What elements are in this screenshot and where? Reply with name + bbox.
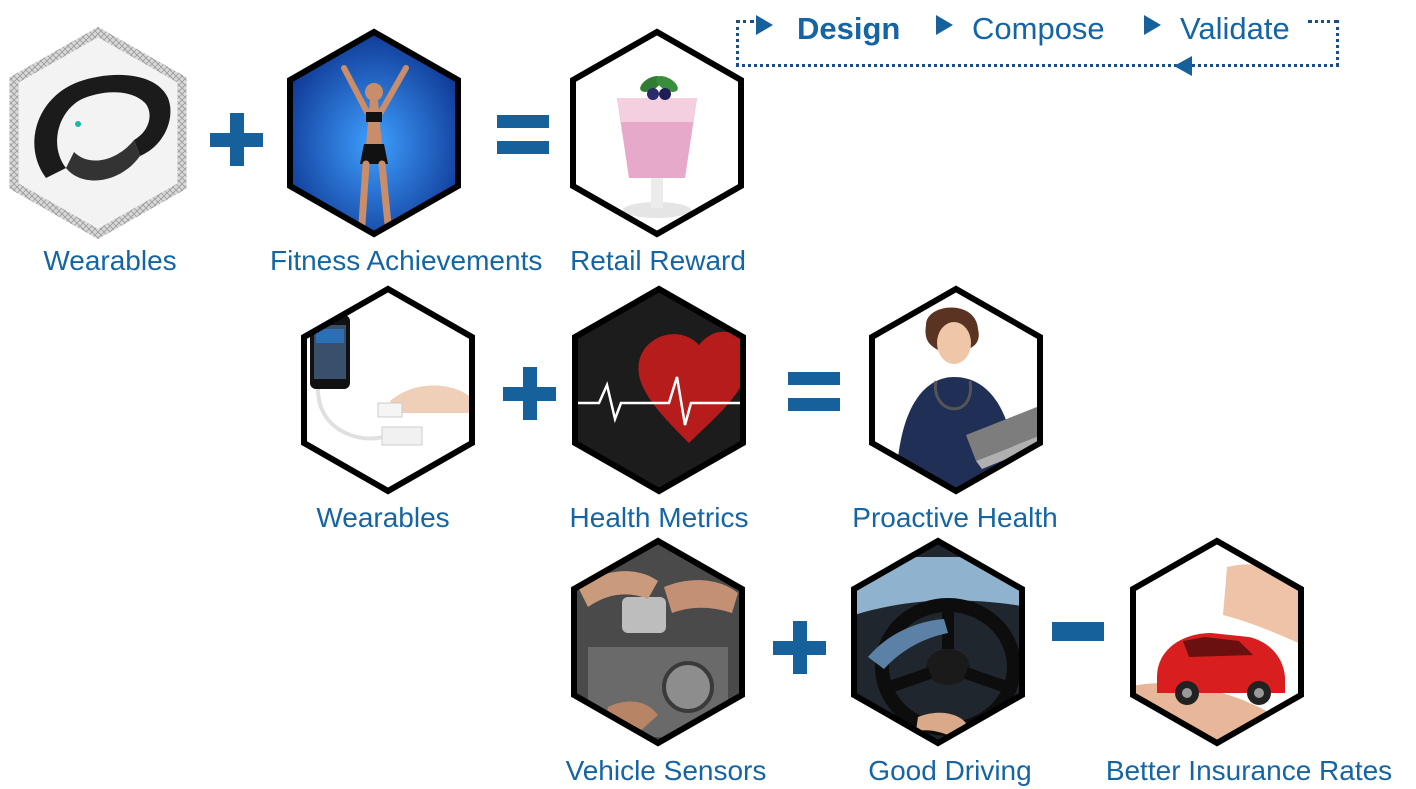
- smoothie-image: [573, 32, 741, 234]
- label-good-driving: Good Driving: [868, 755, 1032, 786]
- equals-operator-icon: [497, 115, 549, 155]
- flow-step-validate: Validate: [1180, 11, 1290, 46]
- retail-reward-hexagon: [567, 28, 747, 238]
- equals-operator-icon-2: [788, 372, 840, 412]
- design-flow: Design Compose Validate: [736, 6, 1340, 76]
- flow-arrow-icon: [1144, 15, 1161, 35]
- red-car-in-hands-image: [1133, 541, 1301, 743]
- label-better-insurance-rates: Better Insurance Rates: [1105, 755, 1393, 786]
- minus-operator-icon: [1052, 622, 1104, 642]
- pulse-oximeter-phone-image: [304, 289, 472, 491]
- good-driving-hexagon: [848, 537, 1028, 747]
- plus-operator-icon: [210, 113, 263, 166]
- plus-operator-icon-3: [773, 621, 826, 674]
- label-wearables: Wearables: [43, 245, 177, 276]
- health-metrics-hexagon: [569, 285, 749, 495]
- nurse-laptop-image: [872, 289, 1040, 491]
- flow-arrow-icon: [936, 15, 953, 35]
- better-insurance-rates-hexagon: [1127, 537, 1307, 747]
- flow-dotted-top-left: [736, 20, 754, 23]
- flow-dotted-right-side: [1336, 20, 1339, 66]
- flow-dotted-bottom: [736, 64, 1339, 67]
- label-vehicle-sensors: Vehicle Sensors: [565, 755, 767, 786]
- label-wearables-2: Wearables: [316, 502, 450, 533]
- wearables-oximeter-hexagon: [298, 285, 478, 495]
- wearables-band-hexagon: [8, 26, 188, 240]
- flow-dotted-top-right: [1308, 20, 1338, 23]
- flow-arrow-icon: [756, 15, 773, 35]
- label-retail-reward: Retail Reward: [570, 245, 746, 276]
- label-health-metrics: Health Metrics: [569, 502, 749, 533]
- label-proactive-health: Proactive Health: [852, 502, 1058, 533]
- flow-return-arrow-icon: [1174, 56, 1192, 76]
- engine-sensor-image: [574, 541, 742, 743]
- proactive-health-hexagon: [866, 285, 1046, 495]
- fitness-band-image: [34, 74, 171, 181]
- plus-operator-icon-2: [503, 367, 556, 420]
- heart-ecg-image: [575, 289, 743, 491]
- vehicle-sensors-hexagon: [568, 537, 748, 747]
- flow-dotted-left-tick: [736, 20, 739, 66]
- athlete-image: [290, 32, 458, 234]
- flow-step-compose: Compose: [972, 11, 1105, 46]
- fitness-achievements-hexagon: [284, 28, 464, 238]
- flow-step-design: Design: [797, 11, 901, 46]
- steering-wheel-image: [854, 541, 1022, 743]
- label-fitness-achievements: Fitness Achievements: [270, 245, 543, 276]
